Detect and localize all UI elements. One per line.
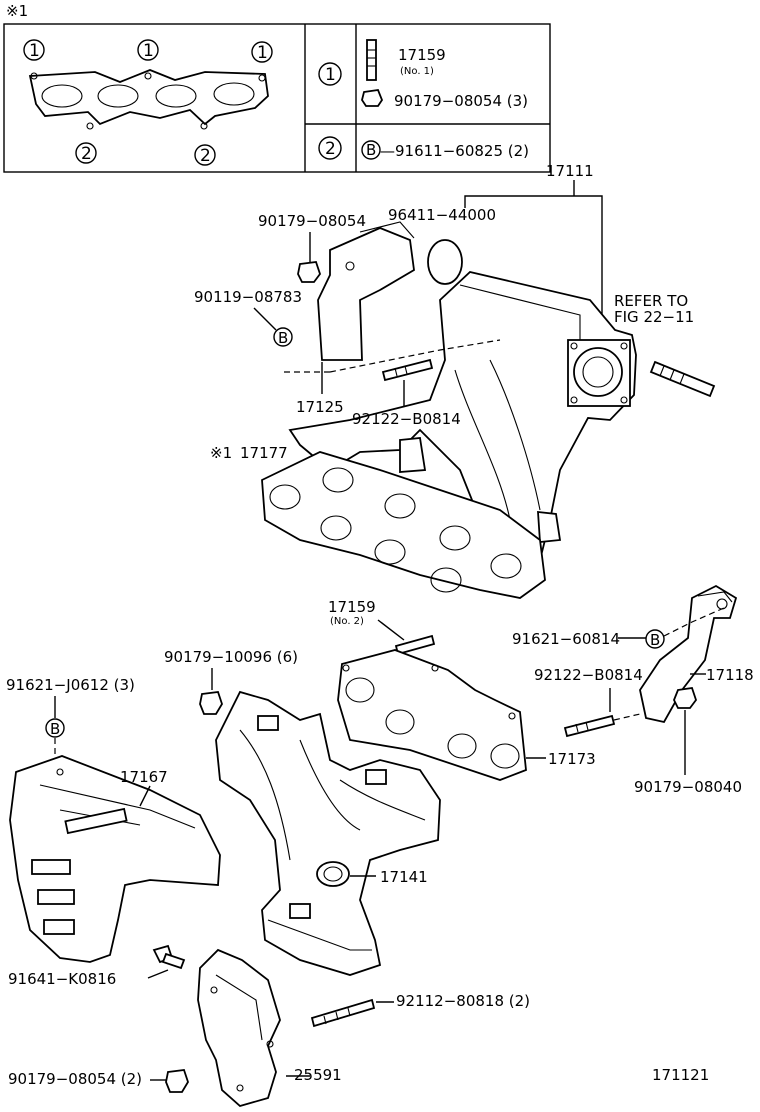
nut-90179-08054: [297, 261, 322, 283]
label-90179-08054: 90179−08054: [258, 212, 366, 230]
label-17111: 17111: [546, 162, 594, 180]
label-91641-k0816: 91641−K0816: [8, 970, 116, 988]
bracket-25591-group: 91641−K0816 25591 92112−80818 (2) 90179−…: [8, 944, 530, 1108]
bracket-17125-group: 90179−08054 90119−08783 B 17125 92122−B0…: [194, 212, 501, 428]
exhaust-manifold-group: 90179−10096 (6) 17141: [164, 648, 441, 976]
stud-92112-80818: [310, 998, 376, 1028]
stud-92122-upper: [381, 358, 434, 382]
row1-circle: 1: [325, 65, 336, 85]
row2-b-circle: B: [366, 141, 376, 159]
label-90179-08040: 90179−08040: [634, 778, 742, 796]
gasket-circle-top-1: 1: [29, 41, 40, 61]
label-refer-line2: FIG 22−11: [614, 308, 694, 326]
row1-part-b: 90179−08054 (3): [394, 92, 528, 110]
label-96411-44000: 96411−44000: [388, 206, 496, 224]
nut-90179-10096: [199, 691, 223, 715]
label-17118: 17118: [706, 666, 754, 684]
row1-part-a-sub: (No. 1): [400, 66, 434, 77]
label-17125: 17125: [296, 398, 344, 416]
label-17159-no2: 17159: [328, 598, 376, 616]
label-17177: 17177: [240, 444, 288, 462]
label-17177-mark: ※1: [210, 444, 232, 462]
bracket-17118-group: 91621−60814 B 17118 92122−B0814 90179−08…: [512, 584, 754, 796]
row2-part: —91611−60825 (2): [380, 142, 529, 160]
b-marker-left: B: [50, 720, 60, 738]
heat-shield-group: 91621−J0612 (3) B 17167: [6, 676, 221, 963]
gasket-circle-top-2: 1: [143, 41, 154, 61]
note-mark: ※1: [6, 2, 28, 20]
nut-90179-08040: [673, 687, 698, 709]
gasket-circle-bottom-2: 2: [200, 146, 211, 166]
label-17173: 17173: [548, 750, 596, 768]
label-91621-j0612: 91621−J0612 (3): [6, 676, 135, 694]
bolt-91641-k0816: [152, 944, 186, 970]
stud-refer-icon: [649, 360, 716, 398]
gasket-circle-bottom-1: 2: [81, 144, 92, 164]
gasket-note-drawing: [28, 69, 269, 130]
intake-manifold-group: 17111 96411−44000 ※1 17177: [210, 162, 716, 599]
stud-icon: [366, 39, 377, 81]
row1-part-a: 17159: [398, 46, 446, 64]
label-90179-10096: 90179−10096 (6): [164, 648, 298, 666]
figure-id: 171121: [652, 1066, 709, 1084]
label-92122-upper: 92122−B0814: [352, 410, 461, 428]
note-table: ※1 1 1 1 2 2 1: [3, 2, 551, 173]
label-17141: 17141: [380, 868, 428, 886]
label-17167: 17167: [120, 768, 168, 786]
label-90119-08783: 90119−08783: [194, 288, 302, 306]
label-25591: 25591: [294, 1066, 342, 1084]
stud-17159-no2-group: 17159 (No. 2): [328, 598, 436, 656]
stud-92122-lower: [563, 714, 616, 738]
nut-icon: [361, 89, 384, 107]
label-92122-lower: 92122−B0814: [534, 666, 643, 684]
gasket-circle-top-3: 1: [257, 43, 268, 63]
label-90179-08054-2: 90179−08054 (2): [8, 1070, 142, 1088]
b-marker-upper: B: [278, 329, 288, 347]
row2-circle: 2: [325, 139, 336, 159]
cap-part: [427, 239, 463, 285]
gasket-17173-group: 17173: [337, 649, 596, 781]
label-refer-line1: REFER TO: [614, 292, 688, 310]
label-17159-no2-sub: (No. 2): [330, 616, 364, 627]
label-91621-60814: 91621−60814: [512, 630, 620, 648]
nut-90179-08054-2: [165, 1069, 189, 1093]
label-92112-80818: 92112−80818 (2): [396, 992, 530, 1010]
b-marker-right: B: [650, 631, 660, 649]
